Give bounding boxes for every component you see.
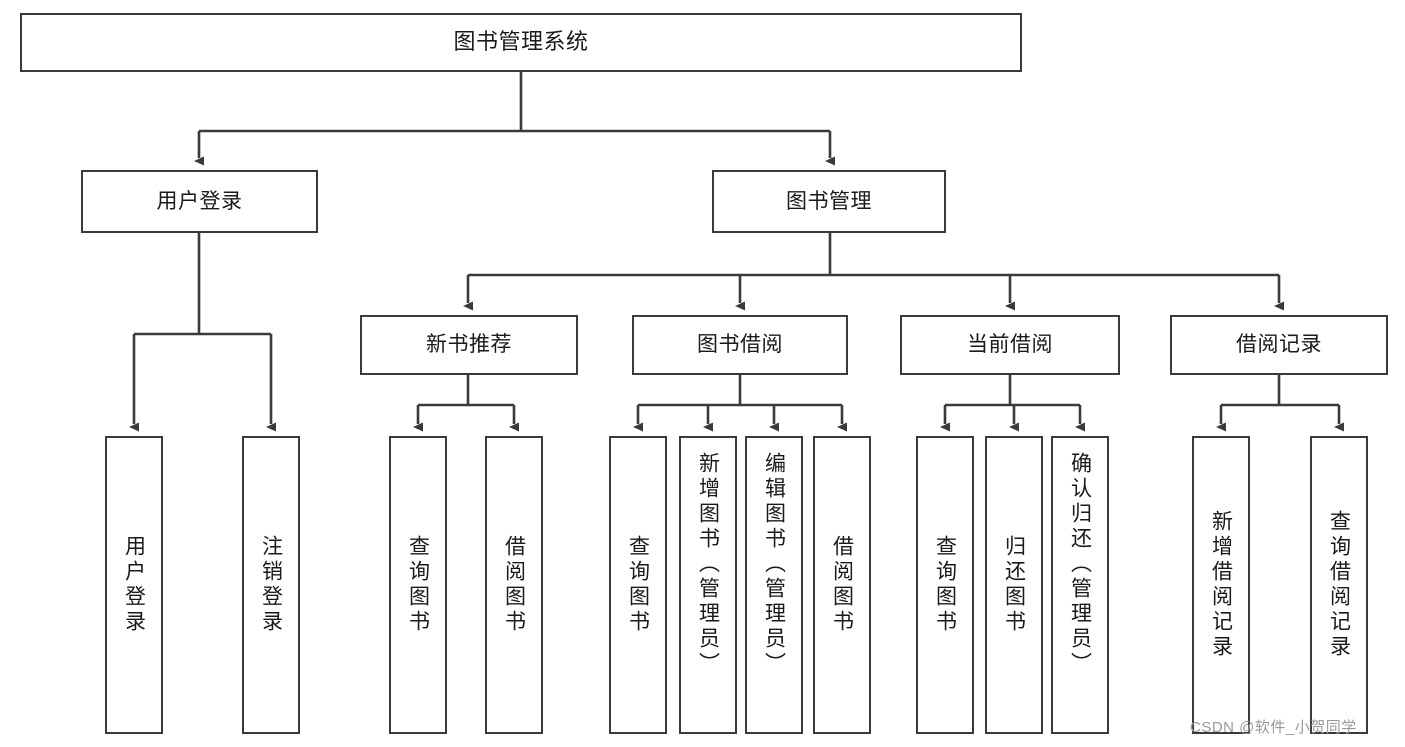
node-user-login[interactable]: 用户登录 xyxy=(81,170,318,233)
node-leaf-add-record-label: 新增借阅记录 xyxy=(1209,510,1233,660)
node-leaf-add-book-label: 新增图书（管理员） xyxy=(696,452,720,677)
node-root[interactable]: 图书管理系统 xyxy=(20,13,1022,72)
node-user-login-label: 用户登录 xyxy=(156,189,243,213)
node-book-borrow-label: 图书借阅 xyxy=(697,333,783,357)
node-book-borrow[interactable]: 图书借阅 xyxy=(632,315,848,375)
node-leaf-borrow-book-2-label: 借阅图书 xyxy=(830,535,854,635)
node-current-borrow-label: 当前借阅 xyxy=(967,333,1053,357)
node-leaf-query-book-2-label: 查询图书 xyxy=(626,535,650,635)
node-leaf-borrow-book-1[interactable]: 借阅图书 xyxy=(485,436,543,734)
node-borrow-record[interactable]: 借阅记录 xyxy=(1170,315,1388,375)
node-leaf-borrow-book-2[interactable]: 借阅图书 xyxy=(813,436,871,734)
node-leaf-user-login-label: 用户登录 xyxy=(122,535,146,635)
node-book-mgmt[interactable]: 图书管理 xyxy=(712,170,946,233)
node-leaf-query-record-label: 查询借阅记录 xyxy=(1327,510,1351,660)
node-new-book-rec[interactable]: 新书推荐 xyxy=(360,315,578,375)
node-leaf-query-book-1-label: 查询图书 xyxy=(406,535,430,635)
node-leaf-add-record[interactable]: 新增借阅记录 xyxy=(1192,436,1250,734)
node-leaf-query-book-3-label: 查询图书 xyxy=(933,535,957,635)
node-leaf-query-record[interactable]: 查询借阅记录 xyxy=(1310,436,1368,734)
node-root-label: 图书管理系统 xyxy=(453,29,589,55)
node-leaf-add-book[interactable]: 新增图书（管理员） xyxy=(679,436,737,734)
node-leaf-return-book-label: 归还图书 xyxy=(1002,535,1026,635)
csdn-watermark: CSDN @软件_小贺同学 xyxy=(1190,719,1357,736)
node-leaf-query-book-1[interactable]: 查询图书 xyxy=(389,436,447,734)
node-leaf-user-logout-label: 注销登录 xyxy=(259,535,283,635)
node-leaf-edit-book[interactable]: 编辑图书（管理员） xyxy=(745,436,803,734)
node-new-book-rec-label: 新书推荐 xyxy=(426,333,512,357)
node-leaf-query-book-3[interactable]: 查询图书 xyxy=(916,436,974,734)
node-leaf-confirm-return-label: 确认归还（管理员） xyxy=(1068,452,1092,677)
node-current-borrow[interactable]: 当前借阅 xyxy=(900,315,1120,375)
node-book-mgmt-label: 图书管理 xyxy=(786,189,872,213)
node-leaf-borrow-book-1-label: 借阅图书 xyxy=(502,535,526,635)
node-leaf-return-book[interactable]: 归还图书 xyxy=(985,436,1043,734)
node-leaf-query-book-2[interactable]: 查询图书 xyxy=(609,436,667,734)
node-leaf-user-logout[interactable]: 注销登录 xyxy=(242,436,300,734)
node-leaf-edit-book-label: 编辑图书（管理员） xyxy=(762,452,786,677)
node-leaf-user-login[interactable]: 用户登录 xyxy=(105,436,163,734)
node-borrow-record-label: 借阅记录 xyxy=(1236,333,1322,357)
node-leaf-confirm-return[interactable]: 确认归还（管理员） xyxy=(1051,436,1109,734)
